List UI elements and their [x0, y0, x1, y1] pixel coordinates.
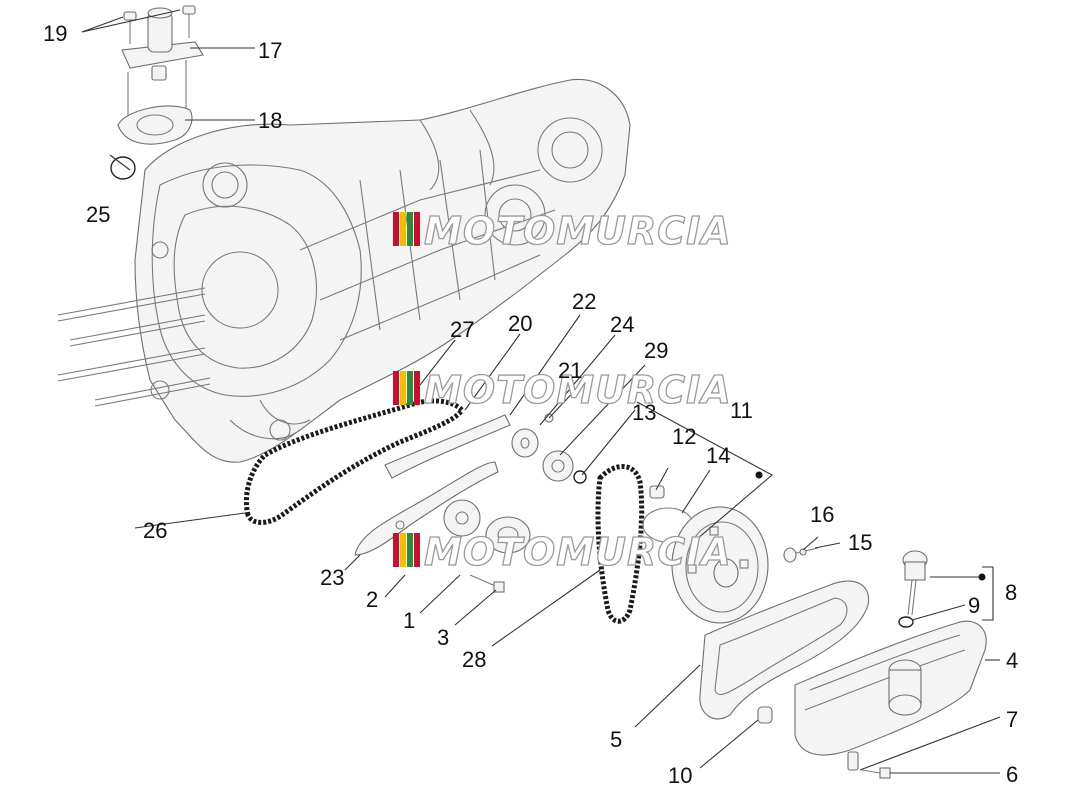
- callout-17: 17: [258, 38, 282, 63]
- timing-chain-large: [243, 398, 466, 525]
- watermark-bottom: MOTOMURCIA: [393, 529, 732, 575]
- crankcase-studs: [57, 287, 211, 407]
- callout-labels: 19 17 18 25 27 20 22 24 29 21 13 11 12 1…: [43, 21, 1018, 788]
- callout-1: 1: [403, 608, 415, 633]
- pump-plate-1: [443, 499, 481, 537]
- sprocket-29: [542, 450, 574, 482]
- callout-4: 4: [1006, 648, 1018, 673]
- tensioner-bolt-left: [123, 11, 137, 44]
- screw-15-washer-16: [783, 547, 819, 563]
- o-ring-9: [898, 616, 914, 628]
- callout-18: 18: [258, 108, 282, 133]
- washer-24: [511, 428, 539, 458]
- callout-5: 5: [610, 727, 622, 752]
- oil-sump: [794, 620, 987, 756]
- chain-tensioner-assembly: [110, 5, 204, 180]
- callout-20: 20: [508, 311, 532, 336]
- watermark-text: MOTOMURCIA: [424, 209, 732, 253]
- callout-23: 23: [320, 565, 344, 590]
- callout-10: 10: [668, 763, 692, 788]
- key-12: [649, 485, 665, 499]
- callout-22: 22: [572, 289, 596, 314]
- callout-12: 12: [672, 424, 696, 449]
- oil-filter-10: [757, 706, 773, 724]
- callout-8: 8: [1005, 580, 1017, 605]
- oil-pump-cover: [671, 506, 769, 624]
- watermark-text: MOTOMURCIA: [424, 530, 732, 574]
- leader-lines: [81, 9, 1001, 774]
- sump-bolt-6: [861, 767, 891, 779]
- pump-bolt-3: [469, 574, 505, 593]
- tensioner-bolt-right: [182, 5, 196, 38]
- callout-29: 29: [644, 338, 668, 363]
- o-ring-25: [110, 156, 136, 180]
- callout-15: 15: [848, 530, 872, 555]
- callout-24: 24: [610, 312, 634, 337]
- tensioner-gasket: [117, 105, 193, 145]
- dipstick: [902, 550, 928, 616]
- watermark-text: MOTOMURCIA: [424, 368, 732, 412]
- callout-6: 6: [1006, 762, 1018, 787]
- watermark-middle: MOTOMURCIA: [393, 367, 732, 413]
- callout-9: 9: [968, 593, 980, 618]
- pump-gear-2: [485, 516, 531, 554]
- callout-11: 11: [730, 398, 753, 423]
- callout-19: 19: [43, 21, 67, 46]
- callout-13: 13: [632, 400, 656, 425]
- callout-2: 2: [366, 587, 378, 612]
- callout-14: 14: [706, 443, 730, 468]
- callout-21: 21: [558, 358, 582, 383]
- clip-7: [847, 751, 859, 771]
- o-ring-13: [573, 470, 587, 484]
- callout-26: 26: [143, 518, 167, 543]
- watermark-top: MOTOMURCIA: [393, 208, 732, 254]
- callout-25: 25: [86, 202, 110, 227]
- callout-28: 28: [462, 647, 486, 672]
- chain-guide-upper: [384, 414, 511, 479]
- callout-3: 3: [437, 625, 449, 650]
- oil-pump-chain: [595, 464, 645, 624]
- callout-16: 16: [810, 502, 834, 527]
- callout-27: 27: [450, 317, 474, 342]
- callout-7: 7: [1006, 707, 1018, 732]
- crankcase-drawing: [57, 78, 631, 463]
